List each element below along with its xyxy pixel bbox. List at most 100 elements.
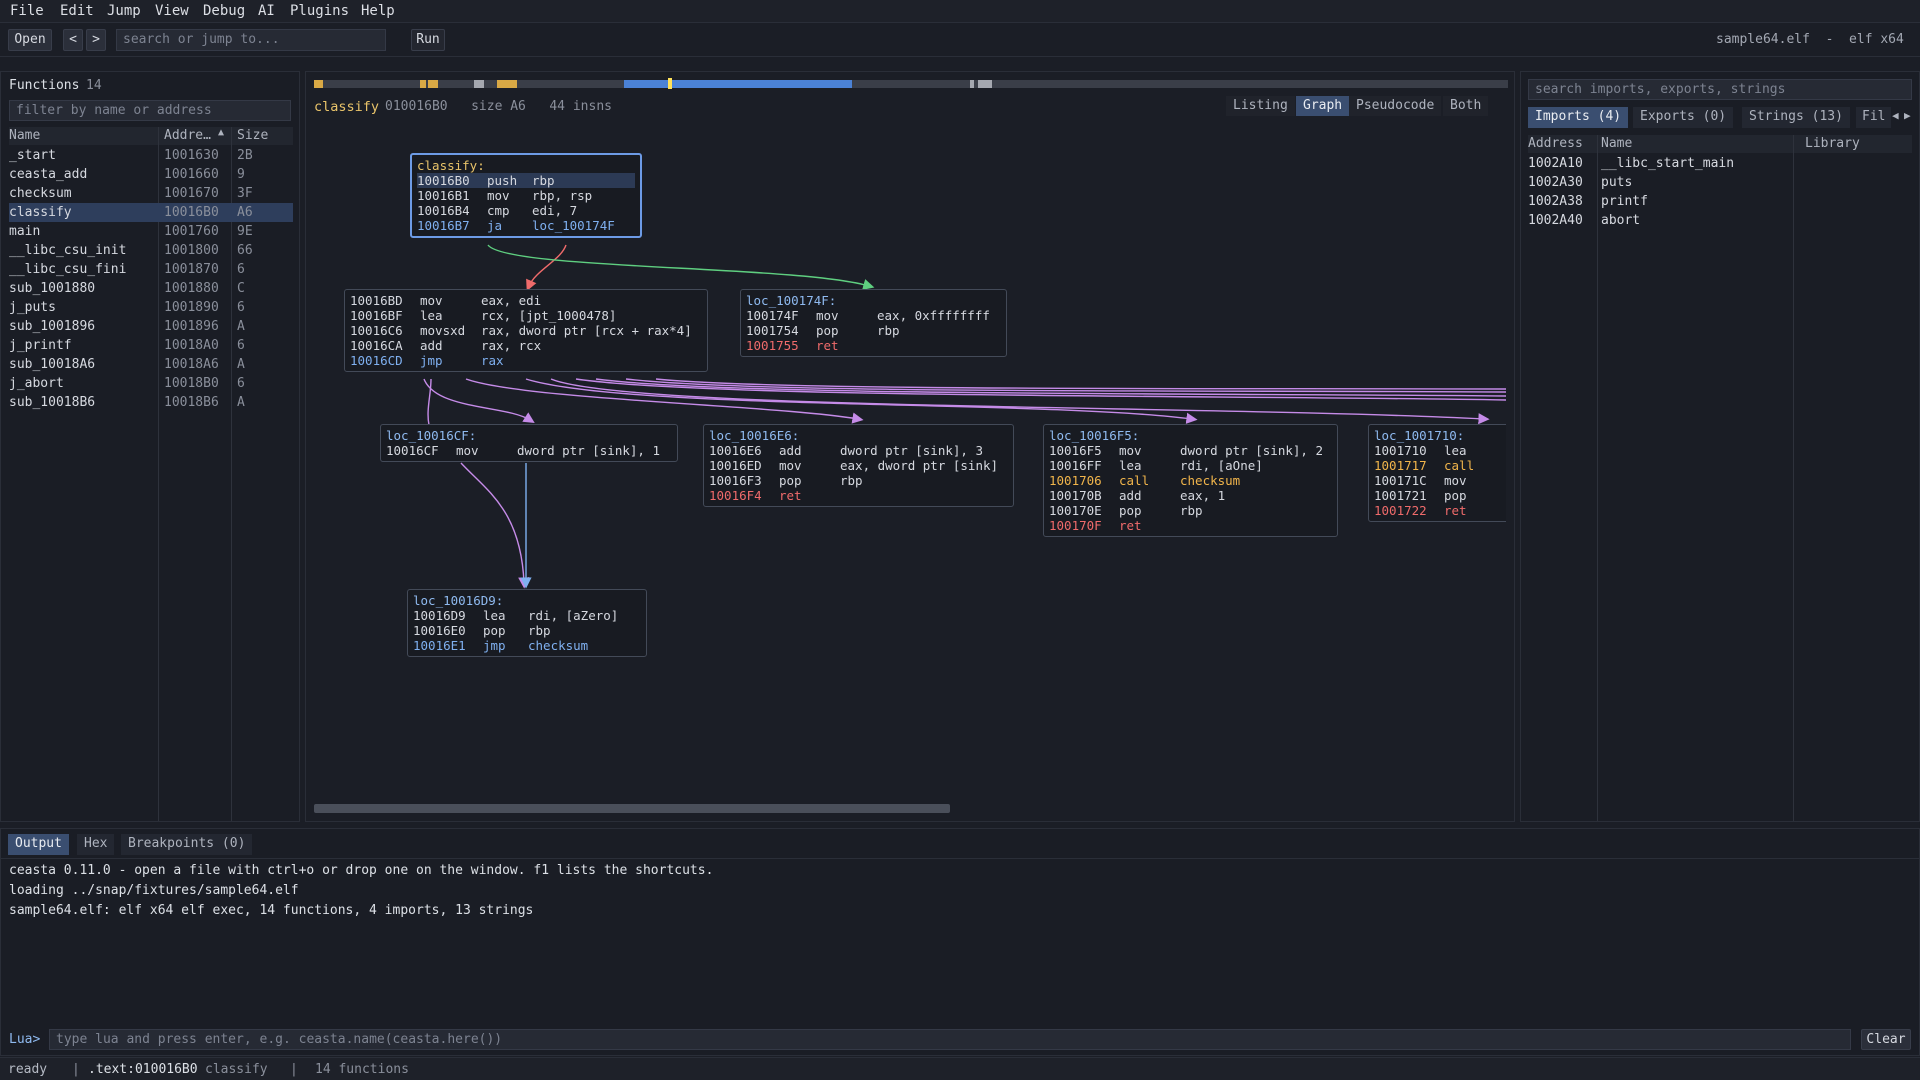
col-address[interactable]: Addre… [164,128,211,143]
block-label[interactable]: loc_10016E6: [709,428,800,443]
col-library[interactable]: Library [1805,136,1860,151]
symbols-search-input[interactable]: search imports, exports, strings [1528,79,1912,100]
back-button[interactable]: < [63,29,83,51]
tab-files[interactable]: Fil [1856,107,1892,128]
block-label[interactable]: loc_10016D9: [413,593,504,608]
tab-scroll-right-icon[interactable]: ▶ [1904,109,1911,122]
tab-scroll-left-icon[interactable]: ◀ [1892,109,1899,122]
menu-edit[interactable]: Edit [60,3,94,19]
tab-exports[interactable]: Exports (0) [1633,107,1734,128]
block-label[interactable]: loc_10016F5: [1049,428,1140,443]
tab-listing[interactable]: Listing [1226,96,1295,116]
graph-horizontal-scrollbar[interactable] [314,804,950,813]
menu-debug[interactable]: Debug [203,3,246,19]
tab-breakpoints[interactable]: Breakpoints (0) [121,834,253,855]
tab-pseudocode[interactable]: Pseudocode [1349,96,1442,116]
block-label[interactable]: loc_100174F: [746,293,837,308]
tab-hex[interactable]: Hex [77,834,115,855]
block-label[interactable]: loc_1001710: [1374,428,1465,443]
tab-graph[interactable]: Graph [1296,96,1350,116]
col-name[interactable]: Name [9,128,41,143]
clear-button[interactable]: Clear [1861,1029,1911,1050]
col-address[interactable]: Address [1528,136,1583,151]
lua-console-input[interactable]: type lua and press enter, e.g. ceasta.na… [49,1029,1851,1050]
open-button[interactable]: Open [8,29,52,51]
menu-view[interactable]: View [155,3,189,19]
navigation-overview-bar[interactable] [314,77,1508,89]
tab-output[interactable]: Output [8,834,69,855]
forward-button[interactable]: > [86,29,106,51]
run-button[interactable]: Run [411,29,445,51]
block-label[interactable]: classify: [417,158,485,173]
search-input[interactable]: search or jump to... [116,29,386,51]
import-row[interactable]: 1002A10__libc_start_main [1528,154,1912,173]
menu-jump[interactable]: Jump [107,3,141,19]
col-name[interactable]: Name [1601,136,1633,151]
functions-filter-input[interactable]: filter by name or address [9,100,291,121]
col-size[interactable]: Size [237,128,269,143]
block-label[interactable]: loc_10016CF: [386,428,477,443]
menu-file[interactable]: File [10,3,44,19]
menu-plugins[interactable]: Plugins [290,3,350,19]
menu-ai[interactable]: AI [258,3,275,19]
menu-help[interactable]: Help [361,3,395,19]
